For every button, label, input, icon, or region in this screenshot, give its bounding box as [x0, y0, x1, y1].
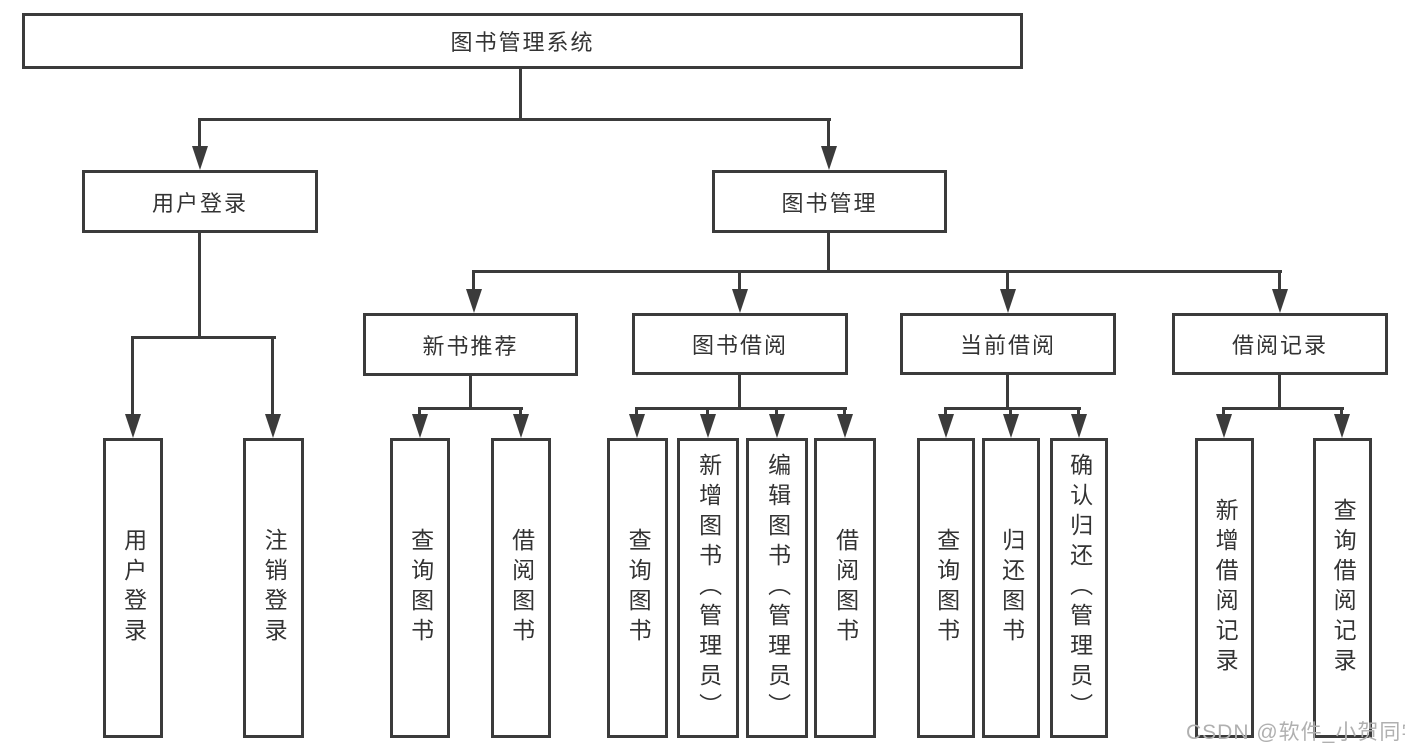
leaf-bb-query-books-label: 查询图书 [625, 528, 652, 648]
leaf-nb-borrow-books-label: 借阅图书 [508, 528, 535, 648]
connector-line [944, 407, 1081, 410]
leaf-nb-query-books-label: 查询图书 [407, 528, 434, 648]
connector-line [1077, 410, 1080, 414]
node-current-borrow: 当前借阅 [900, 313, 1116, 375]
leaf-user-login: 用户登录 [103, 438, 163, 738]
leaf-bb-query-books: 查询图书 [607, 438, 668, 738]
connector-line [775, 410, 778, 414]
connector-line [271, 339, 274, 414]
connector-line [131, 336, 276, 339]
node-book-management: 图书管理 [712, 170, 947, 233]
leaf-bb-add-books-admin-label: 新增图书（管理员） [695, 453, 722, 723]
leaf-cb-query-books: 查询图书 [917, 438, 975, 738]
node-new-book-recommend-label: 新书推荐 [422, 333, 519, 359]
connector-line [198, 232, 201, 336]
arrowhead-down-icon [769, 414, 785, 438]
node-root-library-management-system: 图书管理系统 [22, 13, 1023, 69]
arrowhead-down-icon [732, 289, 748, 313]
leaf-bb-borrow-books: 借阅图书 [814, 438, 876, 738]
node-book-management-label: 图书管理 [781, 190, 878, 216]
connector-line [1278, 374, 1281, 407]
leaf-logout-label: 注销登录 [261, 528, 288, 648]
connector-line [1222, 410, 1225, 414]
arrowhead-down-icon [837, 414, 853, 438]
connector-line [1006, 374, 1009, 407]
connector-line [738, 273, 741, 290]
leaf-logout: 注销登录 [243, 438, 304, 738]
connector-line [1278, 273, 1281, 290]
node-borrow-records: 借阅记录 [1172, 313, 1388, 375]
leaf-cb-query-books-label: 查询图书 [933, 528, 960, 648]
connector-line [472, 273, 475, 290]
connector-line [418, 410, 421, 414]
connector-line [472, 270, 1282, 273]
connector-line [706, 410, 709, 414]
node-borrow-records-label: 借阅记录 [1231, 333, 1328, 358]
node-user-login-label: 用户登录 [151, 190, 248, 216]
leaf-user-login-label: 用户登录 [120, 528, 147, 648]
arrowhead-down-icon [412, 414, 428, 438]
arrowhead-down-icon [265, 414, 281, 438]
leaf-br-query-record: 查询借阅记录 [1313, 438, 1372, 738]
arrowhead-down-icon [821, 146, 837, 170]
arrowhead-down-icon [1003, 414, 1019, 438]
leaf-br-query-record-label: 查询借阅记录 [1330, 498, 1357, 678]
connector-line [418, 407, 523, 410]
connector-line [1222, 407, 1344, 410]
arrowhead-down-icon [125, 414, 141, 438]
connector-line [738, 374, 741, 407]
leaf-bb-edit-books-admin: 编辑图书（管理员） [746, 438, 808, 738]
arrowhead-down-icon [192, 146, 208, 170]
arrowhead-down-icon [1216, 414, 1232, 438]
connector-line [131, 339, 134, 414]
arrowhead-down-icon [1071, 414, 1087, 438]
arrowhead-down-icon [1000, 289, 1016, 313]
connector-line [1340, 410, 1343, 414]
node-book-borrow-label: 图书借阅 [691, 333, 788, 358]
leaf-cb-return-books: 归还图书 [982, 438, 1040, 738]
leaf-cb-confirm-return-admin: 确认归还（管理员） [1050, 438, 1108, 738]
leaf-cb-confirm-return-admin-label: 确认归还（管理员） [1066, 453, 1093, 723]
connector-line [198, 121, 201, 146]
leaf-nb-query-books: 查询图书 [390, 438, 450, 738]
arrowhead-down-icon [466, 289, 482, 313]
connector-line [827, 233, 830, 270]
arrowhead-down-icon [1334, 414, 1350, 438]
connector-line [469, 375, 472, 407]
connector-line [635, 410, 638, 414]
node-user-login: 用户登录 [82, 170, 318, 233]
arrowhead-down-icon [629, 414, 645, 438]
node-current-borrow-label: 当前借阅 [959, 333, 1056, 358]
connector-line [1006, 273, 1009, 290]
leaf-nb-borrow-books: 借阅图书 [491, 438, 551, 738]
arrowhead-down-icon [700, 414, 716, 438]
leaf-br-add-record-label: 新增借阅记录 [1212, 498, 1239, 678]
connector-line [519, 410, 522, 414]
leaf-bb-edit-books-admin-label: 编辑图书（管理员） [764, 453, 791, 723]
connector-line [635, 407, 847, 410]
connector-line [1009, 410, 1012, 414]
leaf-br-add-record: 新增借阅记录 [1195, 438, 1254, 738]
arrowhead-down-icon [938, 414, 954, 438]
node-new-book-recommend: 新书推荐 [363, 313, 578, 376]
leaf-bb-add-books-admin: 新增图书（管理员） [677, 438, 739, 738]
arrowhead-down-icon [1272, 289, 1288, 313]
connector-line [843, 410, 846, 414]
connector-line [198, 118, 831, 121]
connector-line [519, 69, 522, 118]
node-root-label: 图书管理系统 [450, 30, 595, 55]
connector-line [827, 121, 830, 146]
connector-line [944, 410, 947, 414]
leaf-bb-borrow-books-label: 借阅图书 [832, 528, 859, 648]
arrowhead-down-icon [513, 414, 529, 438]
csdn-watermark: CSDN @软件_小贺同学 [1186, 721, 1405, 744]
leaf-cb-return-books-label: 归还图书 [998, 528, 1025, 648]
node-book-borrow: 图书借阅 [632, 313, 848, 375]
